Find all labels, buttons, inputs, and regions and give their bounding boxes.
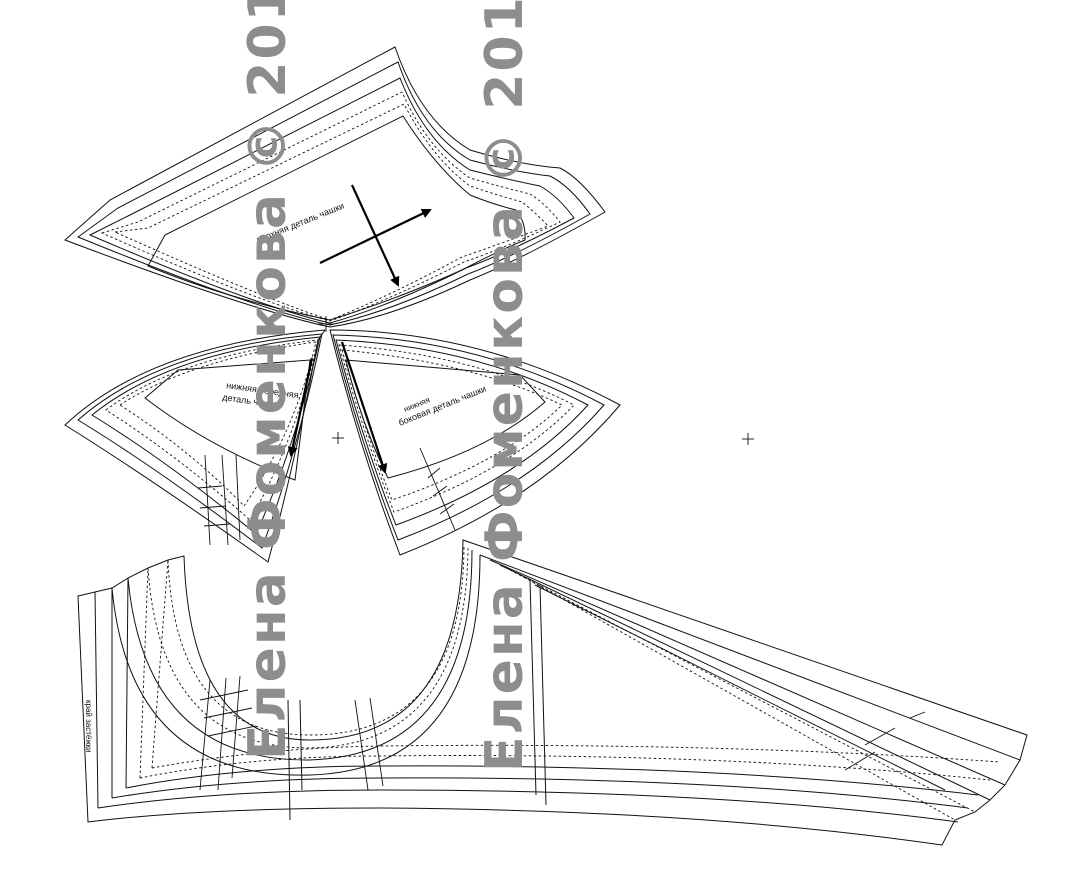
watermark-right: Елена Фоменкова © 2016 — [475, 0, 535, 772]
band-label: край застёжки — [84, 700, 93, 753]
lower-front-notches — [197, 454, 241, 546]
center-mark — [318, 316, 334, 332]
watermark-left: Елена Фоменкова © 2016 — [238, 0, 298, 760]
band-piece: край застёжки — [77, 539, 1028, 846]
lower-side-notches — [419, 447, 456, 531]
registration-marks — [332, 432, 754, 445]
